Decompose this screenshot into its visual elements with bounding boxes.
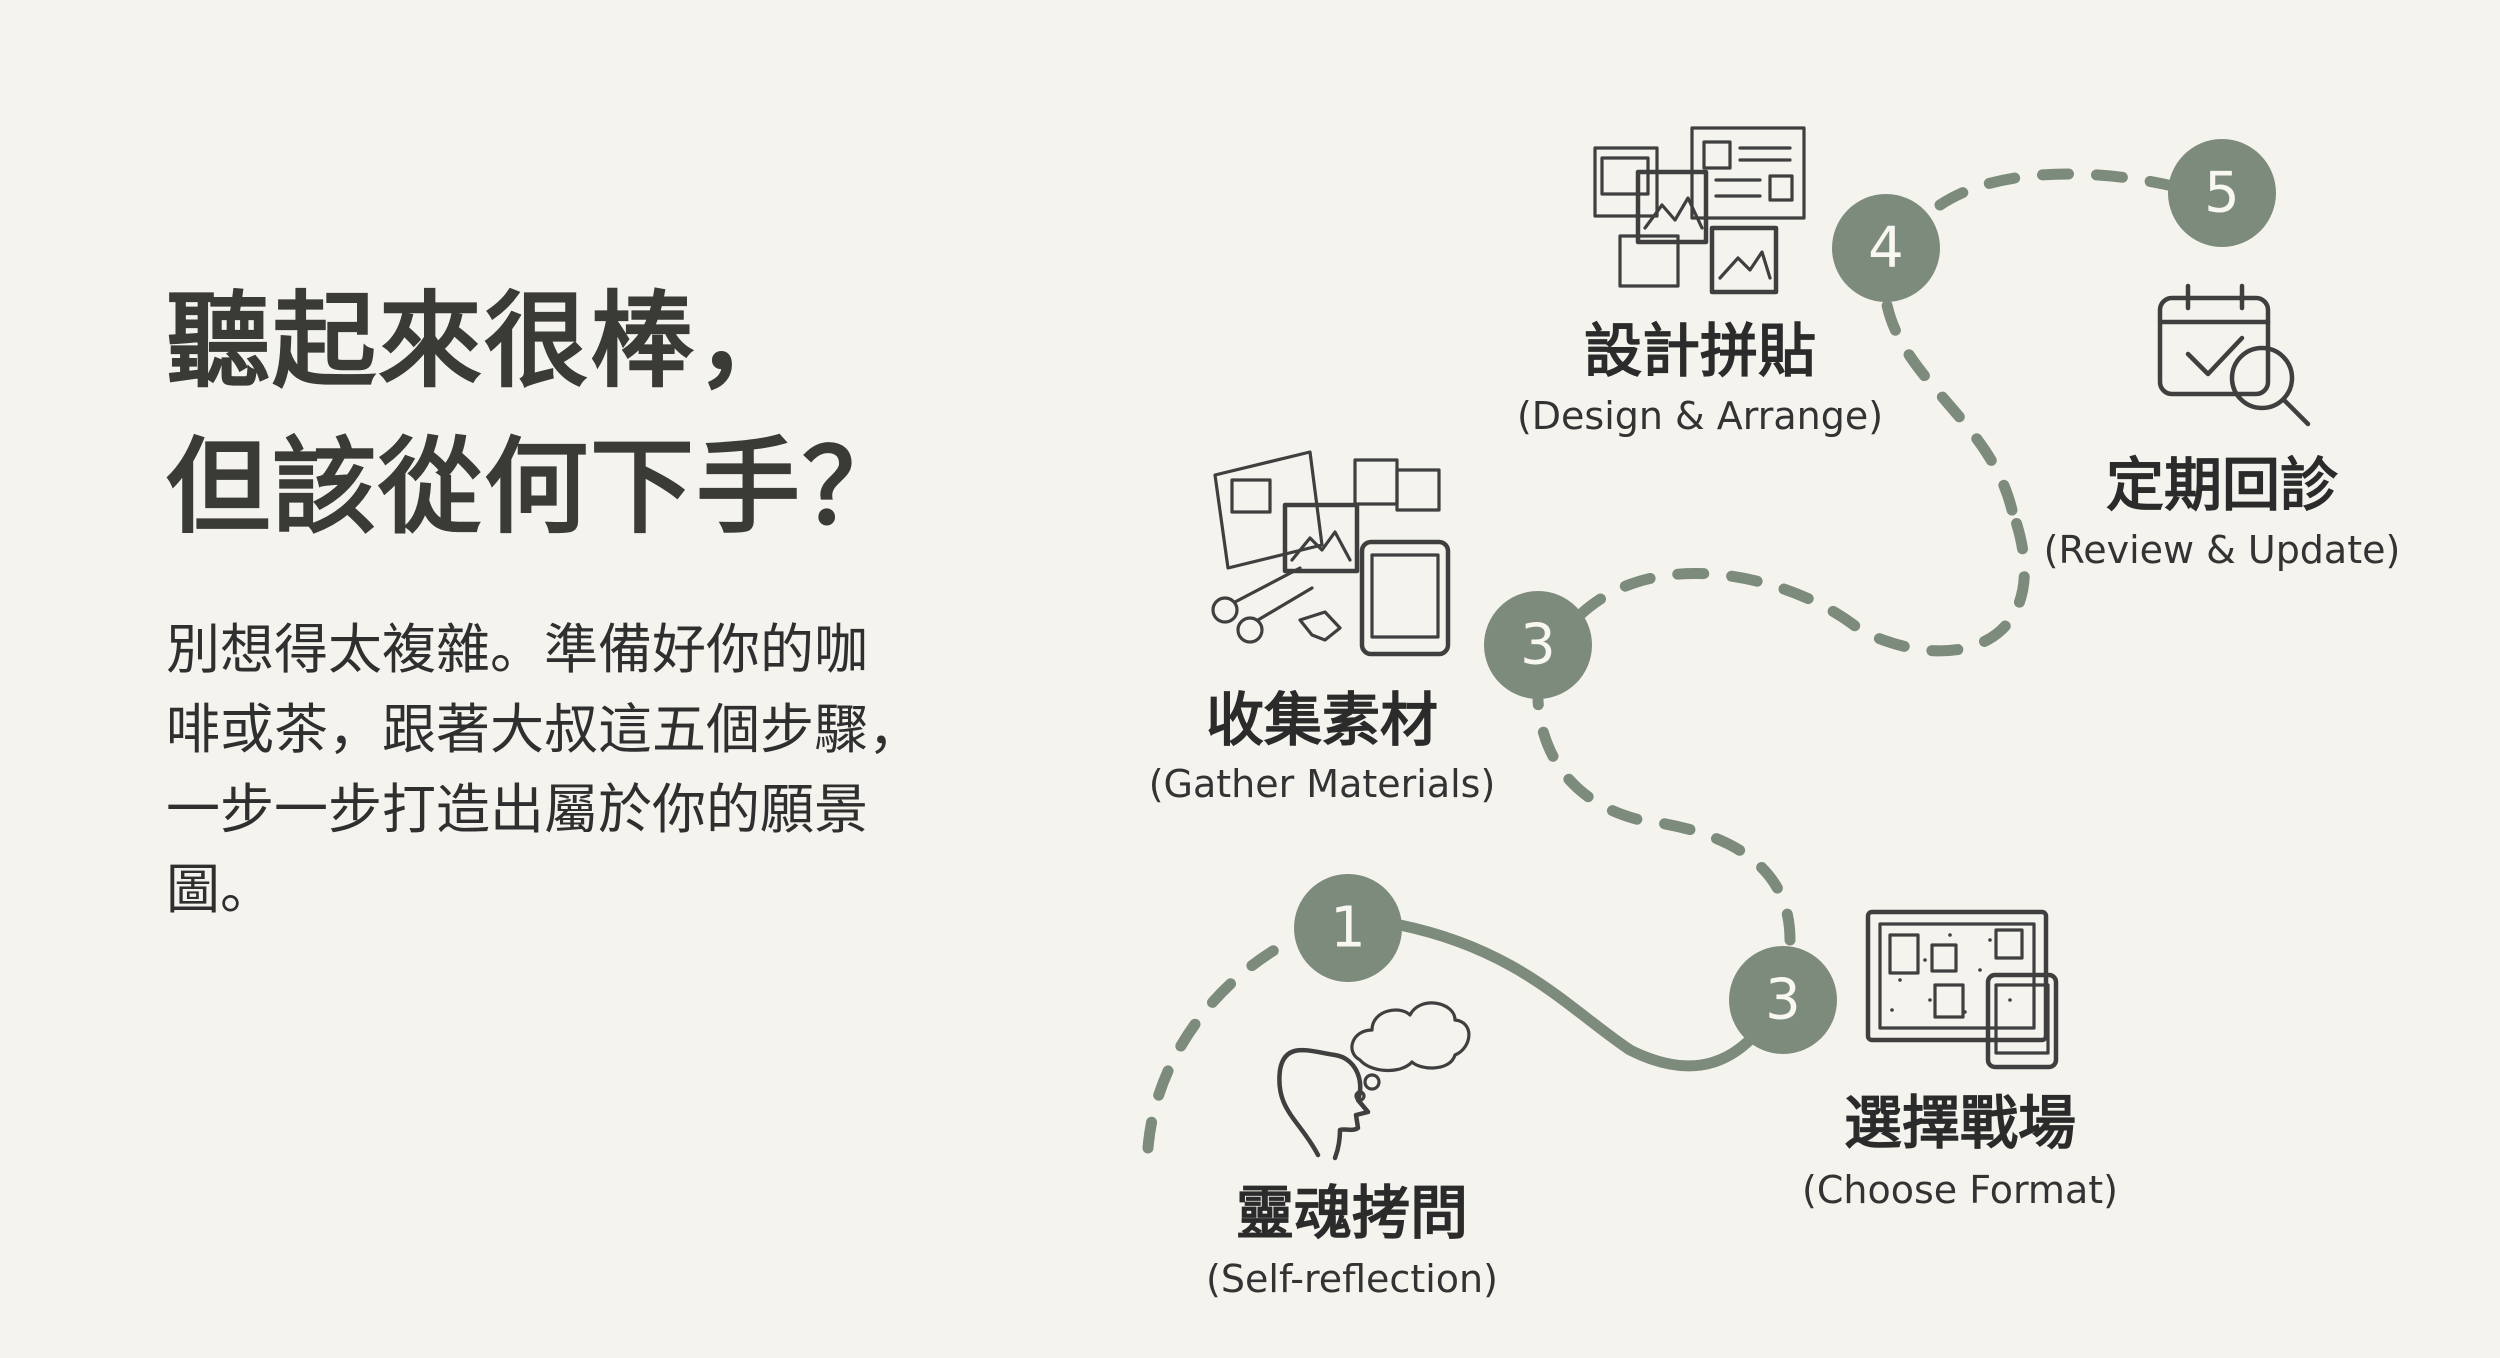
step-5-title: 定期回診: [2105, 451, 2339, 519]
step-5-badge: 5: [2168, 139, 2276, 247]
step-1-number: 1: [1330, 896, 1366, 961]
intro-line-1: 別想得太複雜。準備好你的咖: [166, 618, 868, 681]
corkboard-tablet-icon: [1865, 909, 2059, 1070]
step-3-number: 3: [1520, 613, 1556, 678]
step-1-subtitle: (Self-reflection): [1206, 1257, 1498, 1301]
step-2-subtitle: (Choose Format): [1802, 1168, 2118, 1212]
headline-line-2: 但該從何下手？: [166, 425, 909, 548]
intro-line-4: 圖。: [166, 858, 274, 921]
step-4-badge: 4: [1832, 194, 1940, 302]
collage-layout-icon: [1593, 126, 1806, 295]
path-segment-1-2: [1394, 919, 1786, 1072]
path-segment-2-3: [1532, 694, 1796, 946]
step-5-number: 5: [2204, 161, 2240, 226]
step-3-subtitle: (Gather Materials): [1148, 762, 1496, 806]
path-segment-4-5: [1934, 168, 2174, 211]
step-4-title: 設計拼貼: [1583, 317, 1817, 385]
headline: 聽起來很棒， 但該從何下手？: [166, 268, 908, 560]
intro-paragraph: 別想得太複雜。準備好你的咖 啡或茶，跟著大叔這五個步驟， 一步一步打造出屬於你的…: [166, 610, 976, 930]
headline-line-1: 聽起來很棒，: [166, 279, 803, 402]
step-3-badge: 3: [1484, 591, 1592, 699]
step-3-title: 收集素材: [1205, 686, 1439, 754]
step-2-badge: 3: [1729, 946, 1837, 1054]
step-4-subtitle: (Design & Arrange): [1516, 394, 1884, 438]
path-segment-loop-4: [1880, 294, 2018, 516]
intro-line-3: 一步一步打造出屬於你的願景: [166, 778, 868, 841]
path-segment-3-loop: [1574, 504, 2030, 657]
scissors-photos-icon: [1211, 450, 1451, 657]
step-2-number: 3: [1765, 968, 1801, 1033]
step-2-title: 選擇戰場: [1843, 1089, 2077, 1157]
step-4-number: 4: [1868, 216, 1904, 281]
step-1-badge: 1: [1294, 874, 1402, 982]
roadmap-path: [1142, 168, 2174, 1154]
step-5-subtitle: (Review & Update): [2043, 528, 2401, 572]
intro-line-2: 啡或茶，跟著大叔這五個步驟，: [166, 698, 922, 761]
path-segment-start: [1142, 934, 1298, 1154]
calendar-check-search-icon: [2157, 283, 2311, 427]
thinking-head-icon: [1277, 1001, 1471, 1161]
step-1-title: 靈魂拷問: [1235, 1179, 1469, 1247]
